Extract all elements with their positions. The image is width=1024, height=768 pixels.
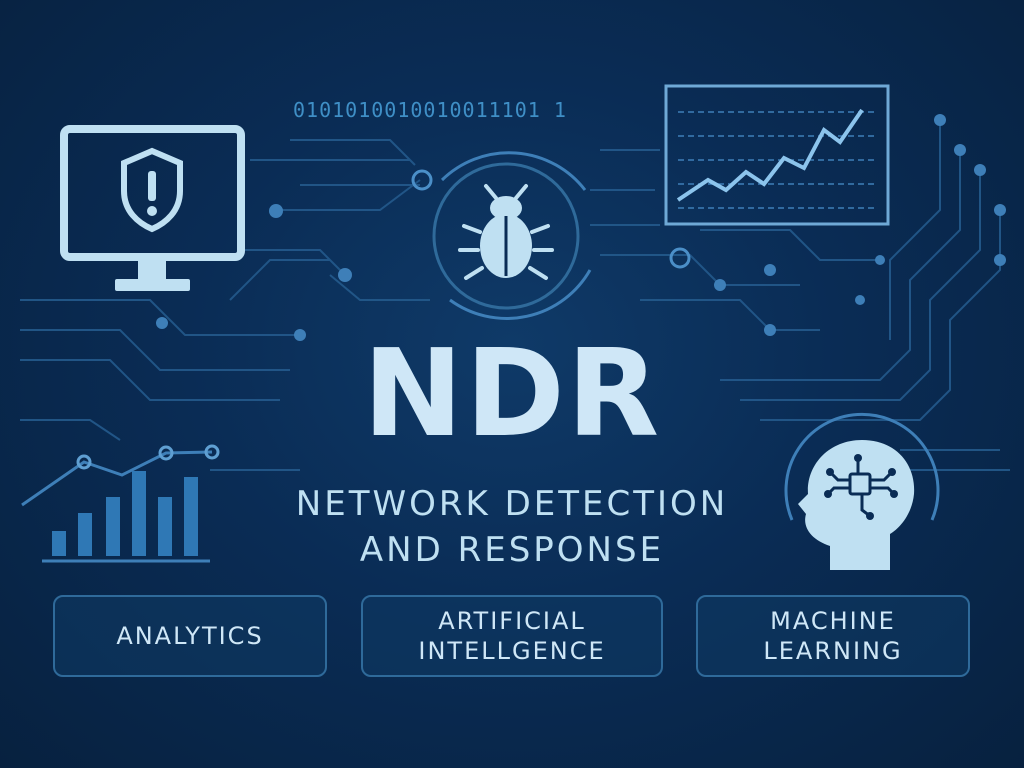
page-title: NDR (362, 325, 662, 464)
tag-machine-learning: MACHINE LEARNING (696, 595, 970, 677)
monitor-shield-alert-icon (60, 125, 245, 291)
tag-analytics: ANALYTICS (53, 595, 327, 677)
tag-artificial-intelligence: ARTIFICIAL INTELLGENCE (361, 595, 663, 677)
binary-string: 0101010010010011101 1 (293, 98, 567, 122)
tag-label-line-1: ARTIFICIAL (438, 607, 586, 635)
bar-chart-icon (21, 444, 220, 563)
tag-label-line-2: INTELLGENCE (418, 637, 606, 665)
ai-head-icon (784, 412, 940, 570)
tag-label-line-2: LEARNING (763, 637, 903, 665)
subtitle-line-2: AND RESPONSE (359, 530, 665, 570)
line-chart-icon (664, 84, 890, 226)
tag-label-line-1: MACHINE (770, 607, 896, 635)
subtitle-line-1: NETWORK DETECTION (295, 484, 729, 524)
bug-icon (432, 151, 592, 320)
tag-label: ANALYTICS (116, 622, 264, 650)
